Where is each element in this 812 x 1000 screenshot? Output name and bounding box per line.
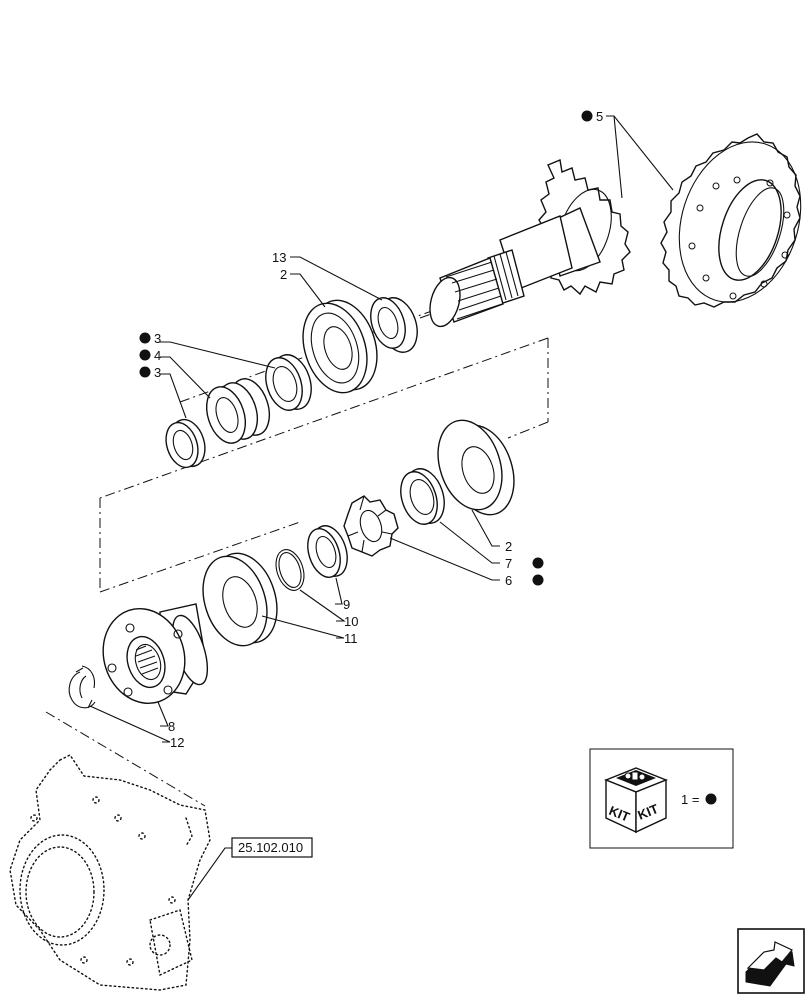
reference-link[interactable]: 25.102.010 [231,837,313,858]
callout-5[interactable]: 5 [596,109,603,124]
part-8-flange [102,603,209,704]
gearbox-housing [9,754,211,991]
part-6-castle-nut [343,495,399,557]
part-13-ring [370,297,418,353]
callout-labels: 5 13 2 3 4 3 2 7 6 9 10 11 8 12 [139,109,603,750]
callout-12[interactable]: 12 [170,735,184,750]
callout-9[interactable]: 9 [343,597,350,612]
kit-legend-equation: 1 = [681,792,699,807]
callout-6[interactable]: 6 [505,573,512,588]
next-page-arrow-icon[interactable] [737,928,805,994]
part-2-upper-bearing [302,299,378,394]
part-4-collar [205,378,271,444]
kit-dot-3-lower [139,366,151,378]
part-11-seal [202,552,278,647]
part-2-lower-bearing [437,419,515,516]
part-3-lower-spacer [165,418,206,469]
part-10-o-ring [275,549,305,591]
callout-2-lower[interactable]: 2 [505,539,512,554]
part-3-upper-spacer [265,354,312,411]
pinion-shaft [429,159,631,328]
kit-word-left: KIT [607,803,632,825]
crown-wheel-bolt-holes [688,176,791,300]
callout-13[interactable]: 13 [272,250,286,265]
kit-box-icon: KIT KIT [604,767,668,834]
callout-2-upper[interactable]: 2 [280,267,287,282]
callout-7[interactable]: 7 [505,556,512,571]
kit-dot-4 [139,349,151,361]
kit-word-right: KIT [636,801,661,823]
kit-dot-7 [532,557,544,569]
kit-dot-5 [581,110,593,122]
kit-legend: KIT KIT 1 = [589,748,734,849]
callout-leaders [89,115,674,901]
kit-dot-3-upper [139,332,151,344]
part-12-circlip [68,665,96,709]
callout-10[interactable]: 10 [344,614,358,629]
callout-3-upper[interactable]: 3 [154,331,161,346]
callout-8[interactable]: 8 [168,719,175,734]
kit-dot-6 [532,574,544,586]
part-9-ring [307,525,348,578]
kit-legend-dot [705,793,717,805]
crown-wheel [660,133,802,308]
reference-label[interactable]: 25.102.010 [238,840,303,855]
part-7-washer [400,468,445,525]
callout-11[interactable]: 11 [344,631,358,646]
callout-3-lower[interactable]: 3 [154,365,161,380]
callout-4[interactable]: 4 [154,348,161,363]
